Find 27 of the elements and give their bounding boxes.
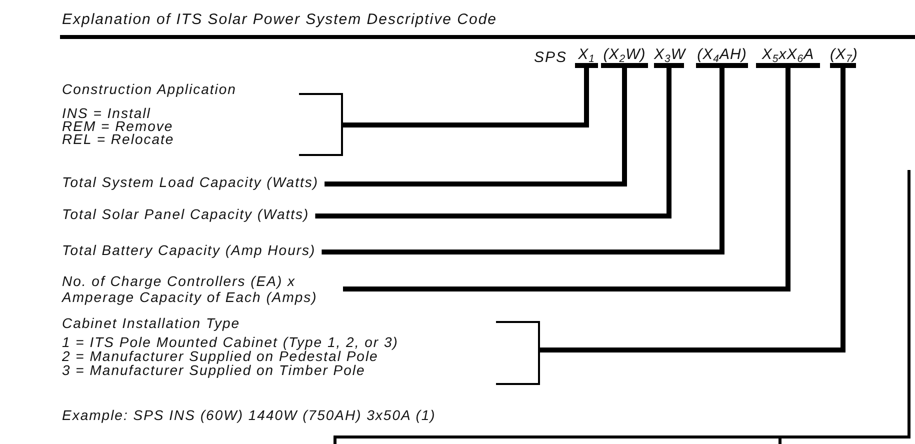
title: Explanation of ITS Solar Power System Descriptive Code: [62, 13, 497, 27]
connector-line: [540, 66, 846, 352]
code-value-text: 1 = ITS Pole Mounted Cabinet (Type 1, 2, or 3): [62, 335, 398, 349]
description-text: Construction Application: [62, 82, 236, 96]
description-text: Cabinet Installation Type: [62, 316, 240, 330]
description-text: Total Solar Panel Capacity (Watts): [62, 207, 310, 221]
code-prefix: SPS: [534, 51, 568, 65]
code-value-text: REM = Remove: [62, 119, 174, 133]
connector-line: [343, 66, 790, 292]
code-value-text: REL = Relocate: [62, 132, 174, 146]
connector-line: [315, 66, 672, 218]
code-segment: (X$_{7}$): [830, 50, 856, 68]
connector-line: [322, 66, 724, 254]
code-segment: (X$_{2}$W): [601, 50, 648, 68]
code-segment: X$_{1}$: [575, 50, 598, 68]
code-value-text: 2 = Manufacturer Supplied on Pedestal Pole: [62, 349, 378, 363]
example-note: Example: SPS INS (60W) 1440W (750AH) 3x50A (1): [62, 408, 436, 422]
connector-line: [324, 66, 627, 186]
code-segment: X$_{3}$W: [654, 50, 684, 68]
description-text: Total System Load Capacity (Watts): [62, 175, 319, 189]
description-text: Total Battery Capacity (Amp Hours): [62, 243, 316, 257]
code-segment: (X$_{4}$AH): [696, 50, 748, 68]
code-segment: X$_{5}$xX$_{6}$A: [756, 50, 820, 68]
description-text: No. of Charge Controllers (EA) x Amperage Capacity of Each (Amps): [62, 273, 318, 305]
code-value-text: INS = Install: [62, 106, 151, 120]
code-value-text: 3 = Manufacturer Supplied on Timber Pole: [62, 363, 366, 377]
connector-line: [343, 66, 589, 128]
